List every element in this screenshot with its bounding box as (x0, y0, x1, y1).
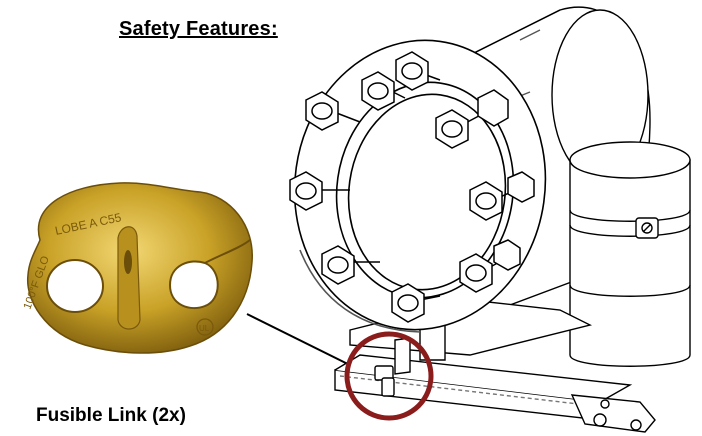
fusible-link-caption: Fusible Link (2x) (36, 405, 186, 426)
bolt-icon (435, 89, 509, 149)
ul-mark-text: UL (199, 324, 210, 333)
bolt-icon (289, 171, 350, 211)
bolt-icon (391, 283, 441, 323)
bolt-icon (459, 239, 521, 293)
bolts (289, 51, 535, 323)
side-cylinder (569, 141, 691, 367)
ul-mark-icon (196, 318, 214, 336)
bolt-icon (469, 171, 535, 221)
highlight-circle (344, 331, 434, 421)
bolt-icon (361, 71, 406, 111)
fusible-link-location (374, 365, 395, 397)
bolt-icon (321, 245, 380, 285)
section-title: Safety Features: (119, 18, 278, 40)
fusible-link-photo: LOBE A C55 100°F GLO UL (22, 182, 253, 354)
bolt-icon (395, 51, 441, 91)
bolt-icon (305, 91, 361, 131)
